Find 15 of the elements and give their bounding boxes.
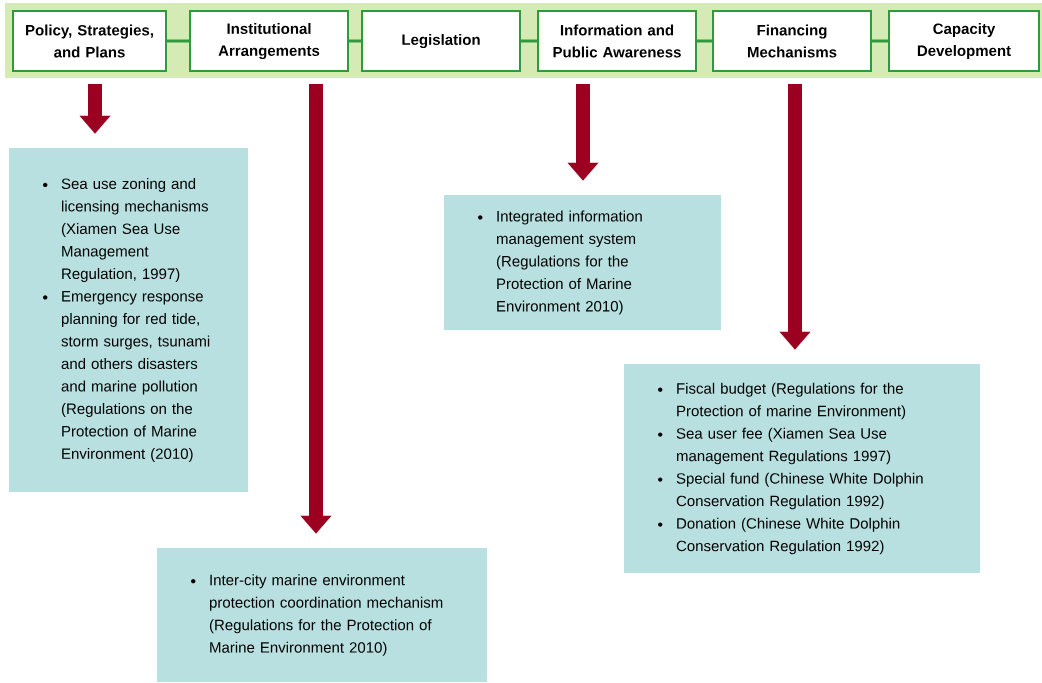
connector-line: [521, 39, 537, 43]
text-box: Fiscal budget (Regulations for the Protection of marine Environment) Sea user fee (Xiamen Sea Use management Regulations 1997) Special fund (Chinese White Dolphin Conservation Regulation 1992) Donation (Chinese White Dolphin Conservation Regulation 1992): [624, 364, 980, 573]
header-box: Capacity Development: [888, 10, 1040, 72]
header-box: Institutional Arrangements: [189, 10, 349, 72]
connector-line: [872, 39, 888, 43]
header-box: Legislation: [361, 10, 521, 72]
header-box: Policy, Strategies, and Plans: [12, 10, 167, 72]
header-box: Financing Mechanisms: [712, 10, 872, 72]
text-box: Integrated information management system (Regulations for the Protection of Marine Environment 2010): [444, 195, 721, 330]
connector-line: [167, 39, 189, 43]
connector-line: [697, 39, 712, 43]
connector-line: [349, 39, 361, 43]
header-box: Information and Public Awareness: [537, 10, 697, 72]
text-box: Inter-city marine environment protection coordination mechanism (Regulations for the Protection of Marine Environment 2010): [157, 548, 487, 682]
text-box: Sea use zoning and licensing mechanisms (Xiamen Sea Use Management Regulation, 1997) Emergency response planning for red tide, storm surges, tsunami and others disasters and marine pollution (Regulations on the Protection of Marine Environment (2010): [9, 148, 248, 492]
